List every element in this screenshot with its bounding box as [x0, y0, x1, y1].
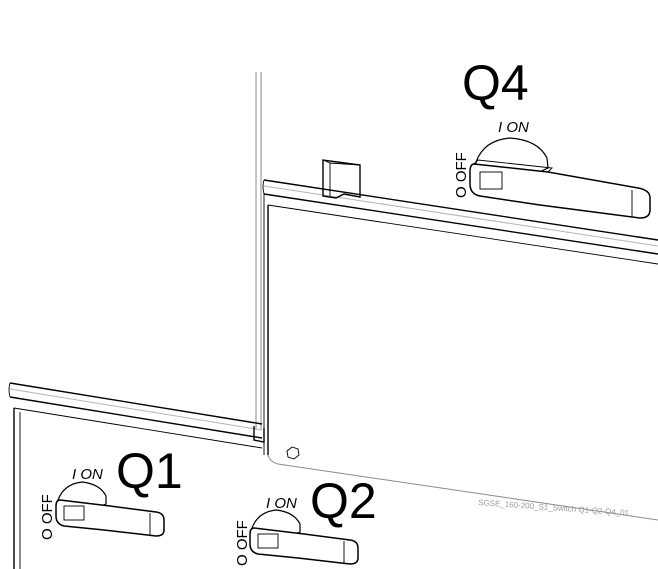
- switch-q4-label: Q4: [462, 55, 529, 111]
- switch-q4-handle[interactable]: [469, 163, 651, 219]
- switch-q4-on-label: I ON: [498, 119, 529, 136]
- left-lower-panel: [8, 382, 265, 569]
- drawing-code: SGSE_160-200_S1_Switch Q1-Q2-Q4_01: [478, 498, 630, 518]
- switch-q2-handle[interactable]: [249, 527, 359, 565]
- upper-cabinet-edge: [255, 72, 262, 430]
- switch-q1-handle[interactable]: [55, 499, 165, 537]
- switch-q2-off-label: O OFF: [234, 520, 251, 566]
- switch-q4-off-label: O OFF: [453, 152, 470, 198]
- right-panel: [262, 159, 658, 521]
- switch-q4[interactable]: Q4 I ON O OFF: [453, 55, 651, 219]
- switch-q1-off-label: O OFF: [39, 494, 56, 540]
- switch-q1[interactable]: Q1 I ON O OFF: [39, 443, 183, 540]
- switch-q2-label: Q2: [310, 473, 377, 529]
- switch-q2[interactable]: Q2 I ON O OFF: [234, 473, 377, 566]
- switch-q1-label: Q1: [116, 443, 183, 499]
- switch-q2-on-label: I ON: [266, 495, 297, 512]
- switch-q1-on-label: I ON: [72, 466, 103, 483]
